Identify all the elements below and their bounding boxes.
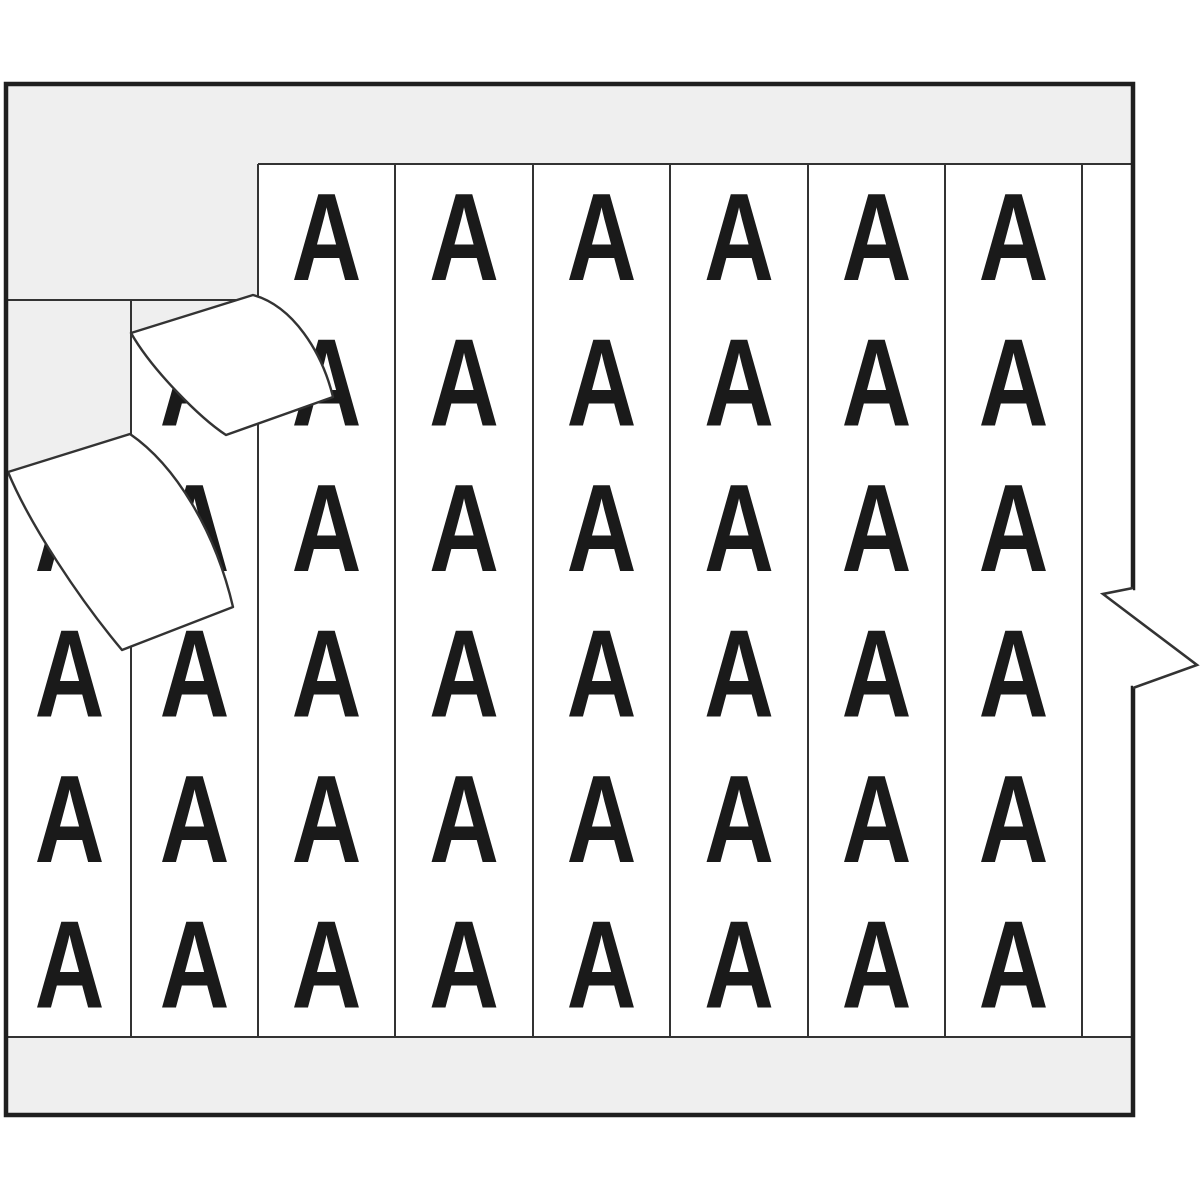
wire-marker-label: A [429,458,499,597]
wire-marker-label: A [842,604,912,743]
wire-marker-label: A [160,749,230,888]
wire-marker-label: A [292,604,362,743]
wire-marker-label: A [979,458,1049,597]
wire-marker-label: A [292,167,362,306]
strip-area-main [258,164,1133,1037]
wire-marker-label: A [567,895,637,1034]
wire-marker-label: A [429,313,499,452]
wire-marker-label: A [842,167,912,306]
wire-marker-label: A [979,895,1049,1034]
wire-marker-label: A [567,313,637,452]
wire-marker-label: A [35,604,105,743]
wire-marker-label: A [429,167,499,306]
peeling-label-lower [6,432,235,652]
wire-marker-label: A [35,895,105,1034]
wire-marker-label: A [567,749,637,888]
wire-marker-label: A [979,749,1049,888]
wire-marker-label: A [979,167,1049,306]
wire-marker-label: A [429,895,499,1034]
wire-marker-label: A [567,604,637,743]
pull-tab-notch [1099,586,1200,690]
wire-marker-label: A [704,167,774,306]
wire-marker-label: A [704,749,774,888]
card-border [3,81,1136,1118]
wire-marker-label: A [567,167,637,306]
wire-marker-label: A [160,895,230,1034]
wire-marker-label: A [842,458,912,597]
wire-marker-label: A [35,749,105,888]
wire-marker-label: A [292,458,362,597]
wire-marker-label: A [704,458,774,597]
wire-marker-label: A [842,313,912,452]
wire-marker-label: A [567,458,637,597]
wire-marker-label: A [842,895,912,1034]
wire-marker-label: A [292,895,362,1034]
wire-marker-label: A [429,749,499,888]
peeling-label-upper [129,293,335,437]
wire-marker-label: A [704,604,774,743]
wire-marker-label: A [704,313,774,452]
wire-marker-label: A [704,895,774,1034]
wire-marker-label: A [979,604,1049,743]
wire-marker-label: A [842,749,912,888]
wire-marker-label: A [429,604,499,743]
peeled-liner-patch [8,300,131,472]
wire-marker-label: A [292,749,362,888]
wire-marker-label: A [979,313,1049,452]
